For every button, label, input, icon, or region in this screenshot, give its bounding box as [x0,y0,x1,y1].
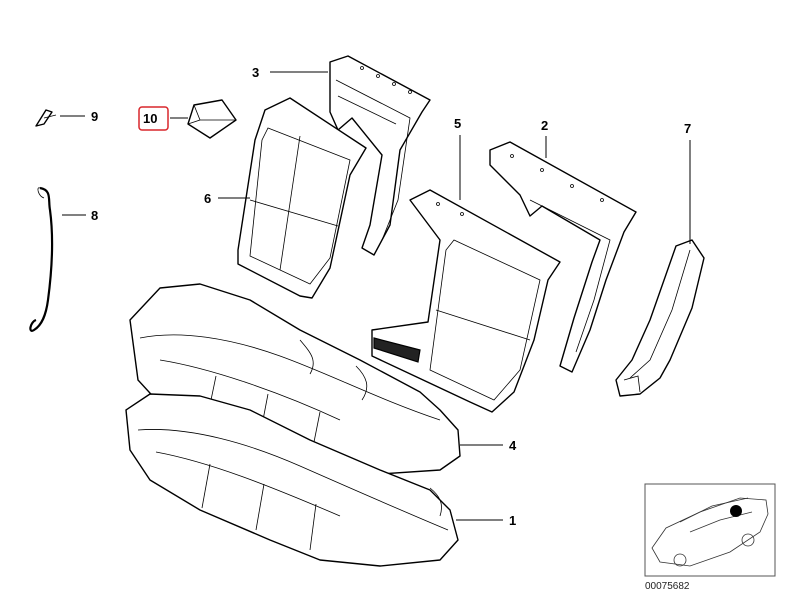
callout-5[interactable]: 5 [454,116,461,131]
location-marker-icon [730,505,742,517]
part-1-seat-cushion[interactable] [125,393,459,567]
callout-8[interactable]: 8 [91,208,98,223]
callout-1[interactable]: 1 [509,513,516,528]
part-2-backrest-frame[interactable] [489,141,637,373]
callout-10[interactable]: 10 [143,111,157,126]
callout-4[interactable]: 4 [509,438,517,453]
callout-3[interactable]: 3 [252,65,259,80]
car-outline-icon [651,497,769,567]
diagram-code: 00075682 [645,581,690,592]
part-8-wire[interactable] [29,186,54,332]
part-10-pad[interactable] [187,99,237,139]
callout-9[interactable]: 9 [91,109,98,124]
part-5-backrest-cover[interactable] [371,189,561,413]
callout-7[interactable]: 7 [684,121,691,136]
callout-10-highlight [138,106,169,131]
callout-6[interactable]: 6 [204,191,211,206]
part-7-side-bolster[interactable] [615,239,705,397]
part-3-backrest-frame[interactable] [329,55,431,256]
part-6-backrest-cover[interactable] [237,97,367,299]
callout-2[interactable]: 2 [541,118,548,133]
vehicle-location-thumbnail[interactable] [644,483,776,577]
part-9-clip[interactable] [35,109,57,127]
